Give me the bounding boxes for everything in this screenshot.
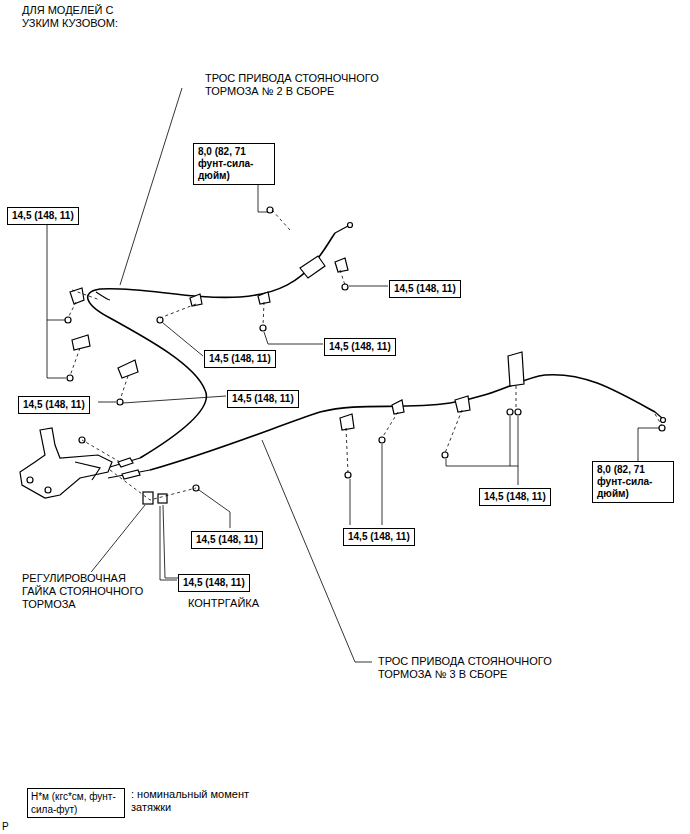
torque-box: 14,5 (148, 11)	[204, 348, 276, 368]
diagram-title: ДЛЯ МОДЕЛЕЙ С УЗКИМ КУЗОВОМ:	[22, 4, 142, 30]
cable-name: ТРОС ПРИВОДА СТОЯНОЧНОГО ТОРМОЗА № 3 В С…	[378, 655, 578, 681]
unit-box: Н*м (кгс*см, фунт-сила-фут)	[27, 788, 125, 818]
unit-description: : номинальный момент затяжки	[131, 788, 251, 814]
torque-box: 14,5 (148, 11)	[191, 529, 263, 549]
part-name: КОНТРГАЙКА	[188, 597, 288, 610]
torque-box: 8,0 (82, 71 фунт-сила-дюйм)	[193, 143, 275, 185]
torque-value: 14,5 (148, 11)	[7, 207, 79, 225]
torque-box: 14,5 (148, 11)	[18, 394, 90, 414]
torque-value: 14,5 (148, 11)	[227, 390, 299, 408]
torque-box: 14,5 (148, 11)	[324, 336, 396, 356]
torque-value: 14,5 (148, 11)	[324, 338, 396, 356]
torque-box: 14,5 (148, 11)	[7, 205, 79, 225]
torque-value: 14,5 (148, 11)	[204, 350, 276, 368]
torque-value: 8,0 (82, 71 фунт-сила-дюйм)	[592, 461, 674, 503]
torque-box: 14,5 (148, 11)	[343, 526, 415, 546]
page-mark: P	[2, 820, 22, 833]
part-name: РЕГУЛИРОВОЧНАЯ ГАЙКА СТОЯНОЧНОГО ТОРМОЗА	[22, 572, 157, 611]
torque-value: 14,5 (148, 11)	[479, 488, 551, 506]
torque-value: 14,5 (148, 11)	[343, 528, 415, 546]
torque-box: 14,5 (148, 11)	[227, 388, 299, 408]
torque-box: 14,5 (148, 11)	[389, 278, 461, 298]
torque-value: 14,5 (148, 11)	[191, 531, 263, 549]
torque-box: 8,0 (82, 71 фунт-сила-дюйм)	[592, 461, 674, 503]
legend-node: Н*м (кгс*см, фунт-сила-фут): номинальный…	[27, 788, 251, 818]
torque-value: 8,0 (82, 71 фунт-сила-дюйм)	[193, 143, 275, 185]
torque-box: 14,5 (148, 11)	[479, 486, 551, 506]
cable-name: ТРОС ПРИВОДА СТОЯНОЧНОГО ТОРМОЗА № 2 В С…	[205, 72, 405, 98]
torque-box: 14,5 (148, 11)	[178, 572, 250, 592]
torque-value: 14,5 (148, 11)	[18, 396, 90, 414]
torque-value: 14,5 (148, 11)	[389, 280, 461, 298]
torque-value: 14,5 (148, 11)	[178, 574, 250, 592]
